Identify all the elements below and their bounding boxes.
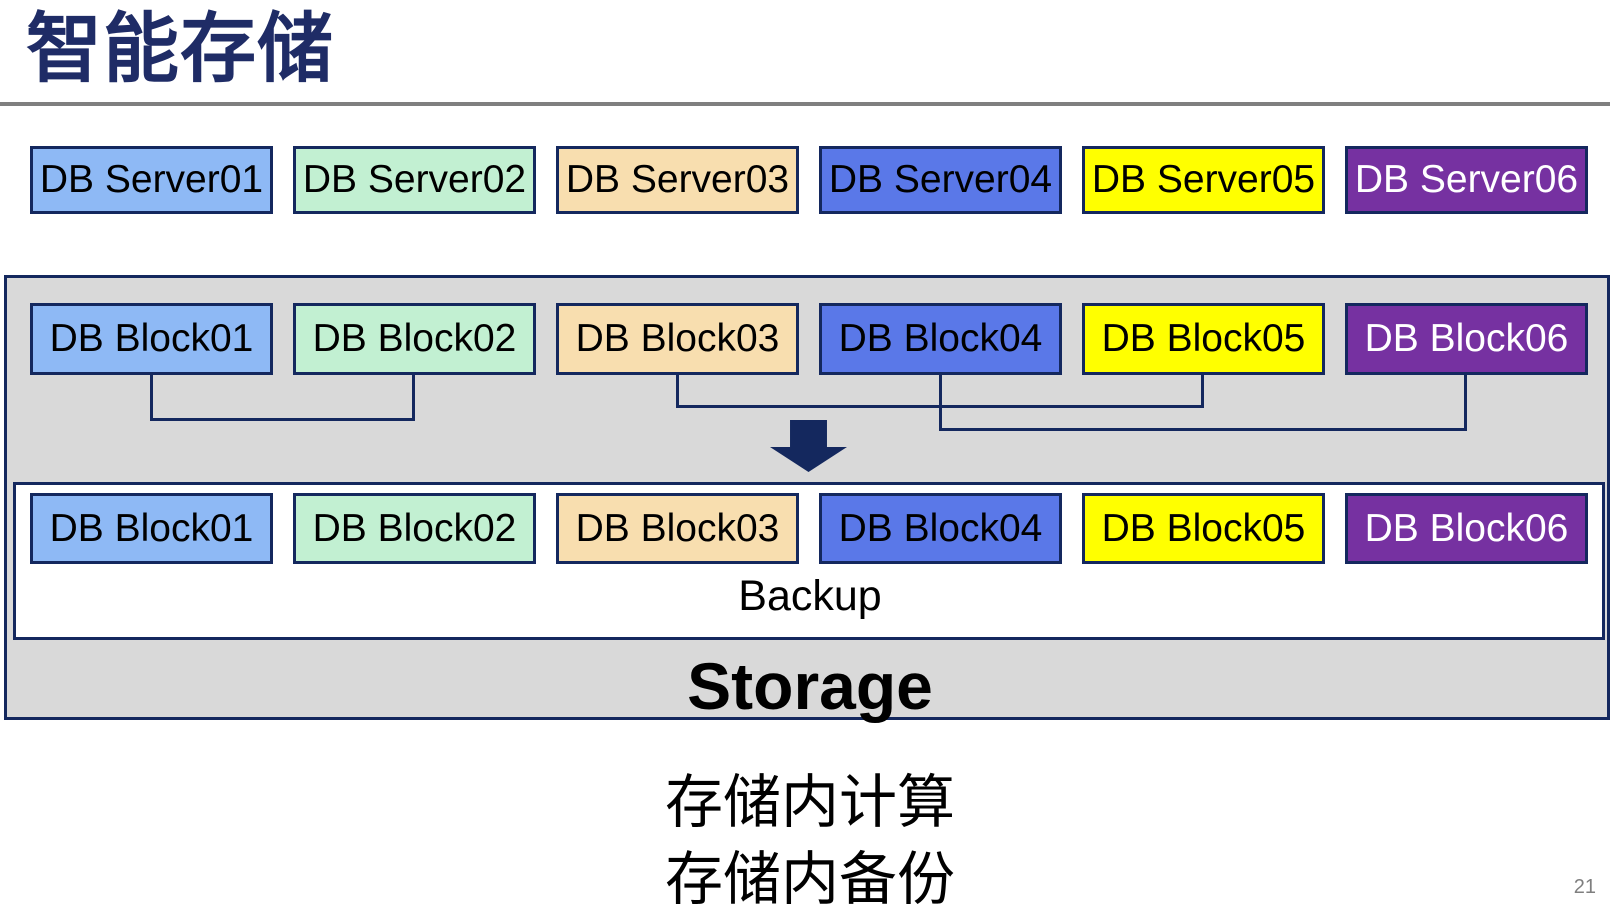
db-block-label: DB Block04 xyxy=(838,506,1043,550)
db-block-mirror-box-6: DB Block06 xyxy=(1345,493,1588,564)
db-block-label: DB Block03 xyxy=(575,506,780,550)
storage-label: Storage xyxy=(687,649,933,723)
page-number: 21 xyxy=(1573,876,1596,898)
db-block-box-5: DB Block05 xyxy=(1082,303,1325,375)
caption: 存储内计算 存储内备份 xyxy=(0,764,1620,918)
connector-bracket-1 xyxy=(150,374,415,421)
db-server-box-1: DB Server01 xyxy=(30,146,273,214)
db-server-label: DB Server01 xyxy=(39,158,264,201)
block-row-source: DB Block01 DB Block02 DB Block03 DB Bloc… xyxy=(30,303,1588,375)
db-server-box-2: DB Server02 xyxy=(293,146,536,214)
connector-bracket-3 xyxy=(939,374,1467,431)
db-block-label: DB Block02 xyxy=(312,506,517,550)
page-title: 智能存储 xyxy=(26,7,334,92)
db-block-box-4: DB Block04 xyxy=(819,303,1062,375)
db-block-mirror-box-5: DB Block05 xyxy=(1082,493,1325,564)
backup-label: Backup xyxy=(738,572,882,620)
db-server-label: DB Server05 xyxy=(1091,158,1316,201)
db-block-mirror-box-3: DB Block03 xyxy=(556,493,799,564)
db-block-mirror-box-2: DB Block02 xyxy=(293,493,536,564)
db-server-box-6: DB Server06 xyxy=(1345,146,1588,214)
db-server-box-3: DB Server03 xyxy=(556,146,799,214)
db-server-box-5: DB Server05 xyxy=(1082,146,1325,214)
db-server-label: DB Server02 xyxy=(302,158,527,201)
db-block-label: DB Block06 xyxy=(1364,317,1569,360)
block-row-mirror: DB Block01 DB Block02 DB Block03 DB Bloc… xyxy=(30,493,1588,564)
db-block-label: DB Block04 xyxy=(838,317,1043,360)
db-block-label: DB Block02 xyxy=(312,317,517,360)
db-block-label: DB Block05 xyxy=(1101,317,1306,360)
db-server-label: DB Server03 xyxy=(565,158,790,201)
db-server-label: DB Server04 xyxy=(828,158,1053,201)
db-server-label: DB Server06 xyxy=(1354,158,1579,201)
db-server-box-4: DB Server04 xyxy=(819,146,1062,214)
backup-panel xyxy=(13,482,1605,640)
title-underline xyxy=(0,102,1610,106)
db-block-label: DB Block01 xyxy=(49,506,254,550)
db-block-mirror-box-1: DB Block01 xyxy=(30,493,273,564)
db-block-box-2: DB Block02 xyxy=(293,303,536,375)
caption-line-1: 存储内计算 xyxy=(664,770,955,835)
db-block-label: DB Block01 xyxy=(49,317,254,360)
caption-line-2: 存储内备份 xyxy=(664,847,955,912)
db-block-label: DB Block03 xyxy=(575,317,780,360)
db-block-box-3: DB Block03 xyxy=(556,303,799,375)
server-row: DB Server01 DB Server02 DB Server03 DB S… xyxy=(30,146,1588,214)
db-block-label: DB Block05 xyxy=(1101,506,1306,550)
db-block-label: DB Block06 xyxy=(1364,506,1569,550)
db-block-box-1: DB Block01 xyxy=(30,303,273,375)
db-block-mirror-box-4: DB Block04 xyxy=(819,493,1062,564)
db-block-box-6: DB Block06 xyxy=(1345,303,1588,375)
